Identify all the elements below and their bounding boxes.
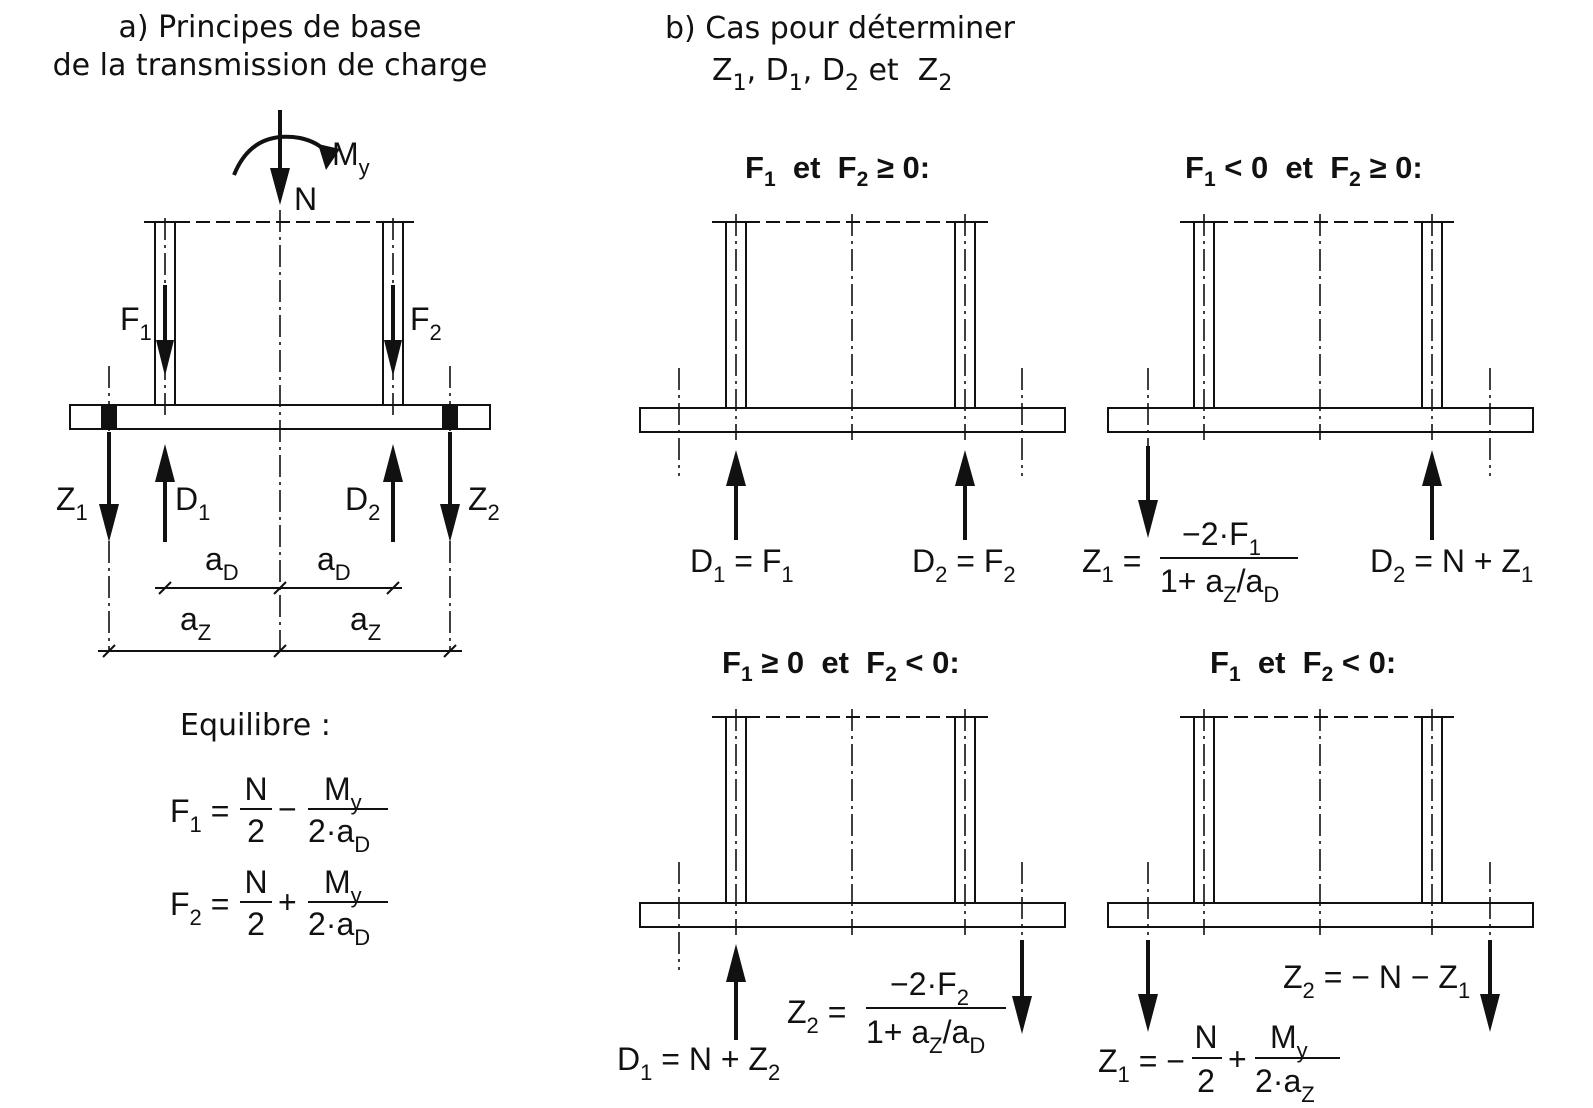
moment-My-label: My [332,136,370,180]
svg-text:F1 =: F1 = [170,793,229,837]
svg-text:My: My [324,771,362,815]
svg-text:N: N [244,771,267,807]
case-3: F1 ≥ 0 et F2 < 0: D1 = N [617,645,1066,1085]
case-2-Z1-eq: Z1 = −2·F1 1+ aZ/aD [1082,516,1298,607]
case-4-structure [1107,709,1534,1032]
svg-text:2: 2 [247,813,265,849]
svg-text:−: − [278,791,297,827]
svg-text:−2·F2: −2·F2 [890,966,969,1010]
panel-b-title-line1: b) Cas pour déterminer [665,11,1016,46]
svg-text:F2 =: F2 = [170,886,229,930]
case-1: F1 et F2 ≥ 0: D1 = F1 [639,150,1066,587]
Z2-label: Z2 [468,481,500,525]
case-3-structure [639,709,1066,1040]
equation-F1: F1 = N 2 − My 2·aD [170,771,388,857]
case-1-D1-eq: D1 = F1 [690,543,794,587]
load-N-label: N [294,181,317,217]
F1-arrow [156,285,174,376]
aD-right-label: aD [317,541,351,585]
D2-label: D2 [345,481,380,525]
Z1-arrow [99,432,119,542]
case-2: F1 < 0 et F2 ≥ 0: [1082,150,1534,607]
Z2-arrow [440,432,460,542]
column-outline [144,210,414,652]
case-4-Z2-eq: Z2 = − N − Z1 [1283,959,1470,1003]
case-1-header: F1 et F2 ≥ 0: [745,150,930,191]
svg-text:1+ aZ/aD: 1+ aZ/aD [1160,563,1279,607]
Z1-label: Z1 [56,481,88,525]
load-N-arrow [270,110,290,205]
case-2-D2-eq: D2 = N + Z1 [1370,543,1533,587]
dimension-aZ [98,644,462,658]
case-1-D2-eq: D2 = F2 [912,543,1016,587]
case-4-header: F1 et F2 < 0: [1210,645,1396,686]
panel-a: a) Principes de base de la transmission … [53,10,500,950]
svg-text:Z1 = −: Z1 = − [1098,1043,1185,1087]
D1-label: D1 [175,481,210,525]
svg-text:1+ aZ/aD: 1+ aZ/aD [866,1014,985,1058]
panel-b-title-line2: Z1, D1, D2 et Z2 [712,53,952,96]
svg-text:Z2 =: Z2 = [787,994,846,1038]
aD-left-label: aD [205,541,239,585]
aZ-right-label: aZ [350,601,381,645]
svg-text:−2·F1: −2·F1 [1182,516,1261,560]
aZ-left-label: aZ [180,601,211,645]
panel-a-title-line2: de la transmission de charge [53,48,488,83]
svg-text:N: N [244,864,267,900]
F2-arrow [384,285,402,376]
svg-text:2·aD: 2·aD [308,906,370,950]
svg-text:My: My [324,864,362,908]
svg-text:N: N [1194,1019,1217,1055]
svg-text:2: 2 [247,906,265,942]
D2-arrow [383,444,403,542]
dimension-aD [155,581,402,595]
case-1-structure [639,214,1066,540]
base-plate [69,366,491,652]
svg-text:2·aD: 2·aD [308,813,370,857]
F1-label: F1 [120,301,152,345]
case-3-header: F1 ≥ 0 et F2 < 0: [722,645,960,686]
equilibrium-label: Equilibre : [180,708,331,743]
case-3-D1-eq: D1 = N + Z2 [617,1041,780,1085]
svg-text:+: + [278,884,297,920]
case-4-Z1-eq: Z1 = − N 2 + My 2·aZ [1098,1019,1340,1107]
case-2-header: F1 < 0 et F2 ≥ 0: [1185,150,1423,191]
D1-arrow [155,444,175,542]
panel-b: b) Cas pour déterminer Z1, D1, D2 et Z2 … [617,11,1534,1107]
F2-label: F2 [410,301,442,345]
case-3-Z2-eq: Z2 = −2·F2 1+ aZ/aD [787,966,1006,1058]
svg-text:2: 2 [1197,1063,1215,1099]
svg-text:2·aZ: 2·aZ [1255,1063,1315,1107]
svg-text:My: My [1270,1019,1308,1063]
svg-text:Z1 =: Z1 = [1082,543,1141,587]
moment-My-arrow [232,134,340,176]
case-4: F1 et F2 < 0: Z2 = − N − [1098,645,1534,1107]
equation-F2: F2 = N 2 + My 2·aD [170,864,388,950]
case-2-structure [1107,214,1534,540]
svg-text:+: + [1228,1041,1247,1077]
panel-a-title-line1: a) Principes de base [119,10,422,45]
